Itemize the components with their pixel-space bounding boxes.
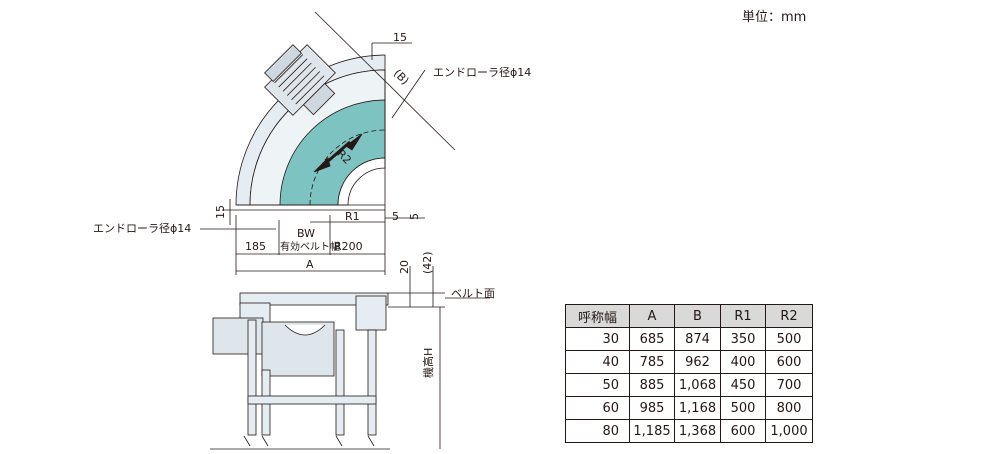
cell: 600 xyxy=(720,419,766,443)
end-roller-left-label: エンドローラ径ϕ14 xyxy=(93,222,191,235)
top-view xyxy=(200,11,456,275)
drive-motor xyxy=(264,44,336,116)
cell: 985 xyxy=(629,396,675,420)
spec-table: 呼称幅 A B R1 R2 30 685 874 350 500 40 785 … xyxy=(565,304,813,443)
table-row: 40 785 962 400 600 xyxy=(565,350,813,374)
cell: 1,068 xyxy=(674,373,721,397)
cell: 885 xyxy=(629,373,675,397)
effective-belt-width-label: 有効ベルト幅 xyxy=(280,240,340,253)
col-R1: R1 xyxy=(720,304,766,328)
col-R2: R2 xyxy=(765,304,813,328)
end-roller-top-label: エンドローラ径ϕ14 xyxy=(433,66,531,79)
table-row: 80 1,185 1,368 600 1,000 xyxy=(565,419,813,443)
cell: 785 xyxy=(629,350,675,374)
table-header-row: 呼称幅 A B R1 R2 xyxy=(565,304,813,328)
cell: 1,368 xyxy=(674,419,721,443)
machine-height-label: 機高H xyxy=(421,348,435,378)
cell: 350 xyxy=(720,327,766,351)
side-view xyxy=(210,266,490,450)
cell: 962 xyxy=(674,350,721,374)
col-A: A xyxy=(629,304,675,328)
cell: 800 xyxy=(765,396,813,420)
dim-15-top: 15 xyxy=(393,31,407,44)
dim-B: (B) xyxy=(391,67,412,88)
table-row: 50 885 1,068 450 700 xyxy=(565,373,813,397)
col-nominal-width: 呼称幅 xyxy=(565,304,630,328)
dim-R1: R1 xyxy=(345,210,360,223)
cell: 80 xyxy=(565,419,630,443)
dim-15-left: 15 xyxy=(214,205,227,219)
dim-5b: 5 xyxy=(408,213,421,220)
table-row: 60 985 1,168 500 800 xyxy=(565,396,813,420)
cell: 400 xyxy=(720,350,766,374)
dim-185: 185 xyxy=(245,240,266,253)
cell: 450 xyxy=(720,373,766,397)
dim-R200: R200 xyxy=(334,240,363,253)
belt-surface-label: ベルト面 xyxy=(451,287,495,300)
cell: 1,185 xyxy=(629,419,675,443)
dim-42: (42) xyxy=(421,251,434,274)
cell: 500 xyxy=(720,396,766,420)
cell: 874 xyxy=(674,327,721,351)
cell: 685 xyxy=(629,327,675,351)
cell: 30 xyxy=(565,327,630,351)
center-dash xyxy=(309,129,386,206)
unit-label: 単位：mm xyxy=(742,10,807,25)
dim-A: A xyxy=(306,258,314,271)
cell: 500 xyxy=(765,327,813,351)
cell: 1,000 xyxy=(765,419,813,443)
dim-5a: 5 xyxy=(392,210,399,223)
cell: 1,168 xyxy=(674,396,721,420)
cell: 600 xyxy=(765,350,813,374)
dim-20: 20 xyxy=(398,260,411,274)
col-B: B xyxy=(674,304,721,328)
cell: 50 xyxy=(565,373,630,397)
dim-BW: BW xyxy=(297,227,315,240)
cell: 40 xyxy=(565,350,630,374)
cell: 60 xyxy=(565,396,630,420)
table-row: 30 685 874 350 500 xyxy=(565,327,813,351)
cell: 700 xyxy=(765,373,813,397)
